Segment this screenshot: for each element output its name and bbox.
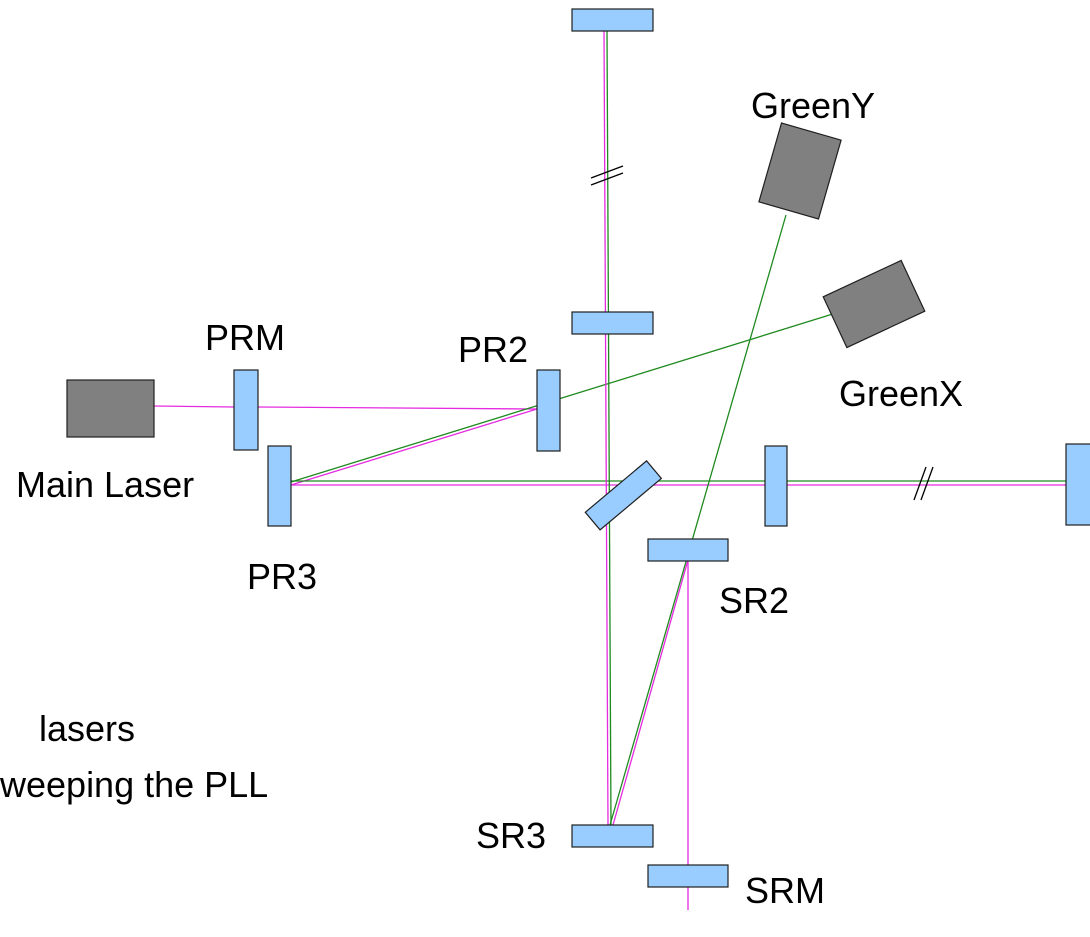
lasers bbox=[66, 122, 926, 438]
mirrors bbox=[233, 8, 1090, 888]
srm-mirror bbox=[647, 864, 729, 888]
label-sr3: SR3 bbox=[476, 815, 546, 856]
label-greeny: GreenY bbox=[751, 85, 875, 126]
beam-prm-to-pr2 bbox=[257, 406, 538, 410]
x-end-mirror bbox=[1065, 443, 1090, 526]
break-marks bbox=[590, 165, 934, 501]
prm-mirror bbox=[233, 369, 259, 451]
beam-greenx-to-pr3 bbox=[290, 312, 837, 483]
note-line-1: lasers bbox=[39, 708, 135, 749]
beam-laser-to-prm bbox=[153, 405, 235, 408]
beamsplitter bbox=[584, 460, 663, 531]
label-greenx: GreenX bbox=[839, 373, 963, 414]
labels: GreenY GreenX PRM PR2 Main Laser PR3 SR2… bbox=[0, 85, 963, 911]
label-srm: SRM bbox=[745, 870, 825, 911]
label-pr3: PR3 bbox=[247, 556, 317, 597]
y-end-mirror bbox=[571, 8, 654, 32]
greeny-laser-box bbox=[758, 122, 842, 220]
beams bbox=[153, 30, 1066, 910]
label-pr2: PR2 bbox=[458, 329, 528, 370]
sr2-mirror bbox=[647, 538, 729, 562]
break-mark-y-arm bbox=[590, 165, 624, 179]
x-input-mirror bbox=[764, 445, 788, 527]
note-line-2: weeping the PLL bbox=[0, 764, 268, 805]
break-mark-y-arm bbox=[590, 172, 624, 186]
beam-sr3-to-sr2 bbox=[612, 559, 689, 826]
y-input-mirror bbox=[571, 311, 654, 335]
pr3-mirror bbox=[267, 445, 292, 527]
sr3-mirror bbox=[571, 824, 654, 848]
label-prm: PRM bbox=[205, 317, 285, 358]
break-mark-x-arm bbox=[913, 466, 927, 501]
label-sr2: SR2 bbox=[719, 580, 789, 621]
greenx-laser-box bbox=[822, 259, 926, 349]
break-mark-x-arm bbox=[920, 466, 934, 501]
label-main-laser: Main Laser bbox=[16, 464, 194, 505]
beam-yarm-main bbox=[603, 30, 609, 826]
beam-pr2-to-pr3 bbox=[290, 408, 538, 486]
pr2-mirror bbox=[536, 369, 561, 452]
beam-yarm-green bbox=[606, 30, 612, 826]
main-laser-box bbox=[66, 379, 155, 438]
beam-greeny-to-sr3 bbox=[609, 214, 787, 826]
